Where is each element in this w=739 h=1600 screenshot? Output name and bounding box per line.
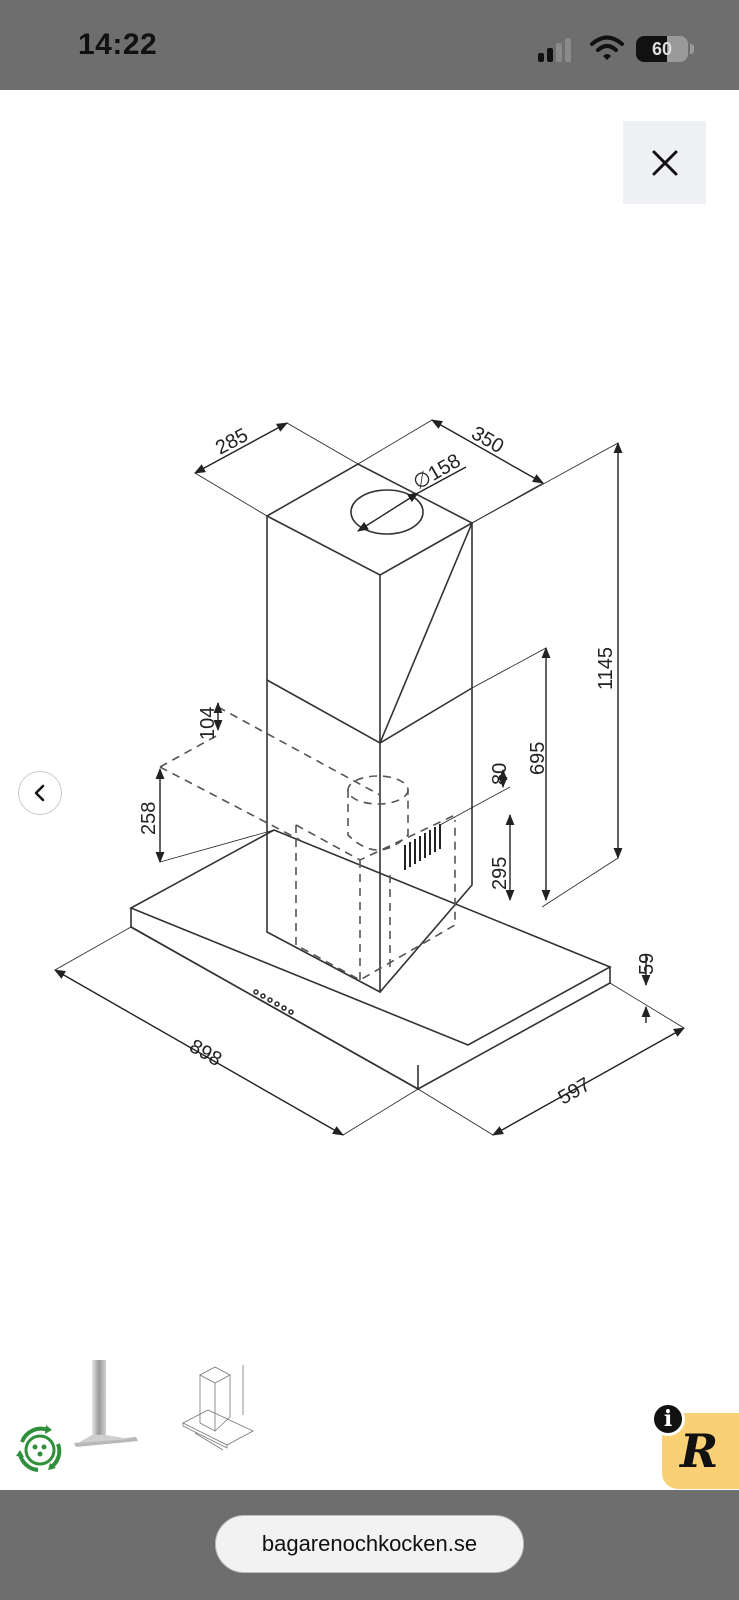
dimension-lines — [54, 419, 685, 1136]
hood-dimension-drawing[interactable]: 285 350 ∅158 1145 695 104 258 80 295 59 … — [0, 395, 739, 1175]
chevron-left-icon — [34, 784, 45, 802]
dim-695: 695 — [527, 742, 549, 775]
address-bar[interactable]: bagarenochkocken.se — [215, 1515, 524, 1573]
dim-258: 258 — [138, 802, 160, 835]
recycle-icon[interactable] — [10, 1420, 70, 1480]
dimension-labels: 285 350 ∅158 1145 695 104 258 80 295 59 … — [138, 422, 658, 1109]
hood-outline — [129, 463, 612, 1091]
dim-104: 104 — [197, 707, 219, 740]
close-button[interactable] — [623, 121, 706, 204]
signal-icon — [538, 36, 578, 62]
dim-285: 285 — [212, 424, 252, 459]
thumbnail-product-photo[interactable] — [70, 1355, 150, 1460]
thumbnail-dimension-drawing[interactable] — [175, 1355, 260, 1455]
status-bar: 14:22 60 — [0, 0, 739, 90]
wifi-icon — [590, 35, 624, 60]
dim-350: 350 — [468, 422, 508, 458]
dim-1145: 1145 — [595, 647, 617, 690]
battery-tip — [690, 44, 694, 54]
dim-295: 295 — [489, 857, 511, 890]
close-icon — [652, 150, 677, 175]
dim-898: 898 — [186, 1035, 226, 1071]
battery-icon: 60 — [636, 36, 688, 62]
info-icon[interactable]: i — [651, 1402, 685, 1436]
status-time: 14:22 — [78, 28, 158, 61]
dim-597: 597 — [555, 1074, 595, 1110]
dim-80: 80 — [489, 763, 511, 785]
battery-level: 60 — [651, 39, 673, 59]
brand-r-letter: R — [678, 1424, 718, 1478]
previous-image-button[interactable] — [18, 771, 62, 815]
dim-158: ∅158 — [410, 450, 465, 494]
dim-59: 59 — [636, 953, 658, 975]
